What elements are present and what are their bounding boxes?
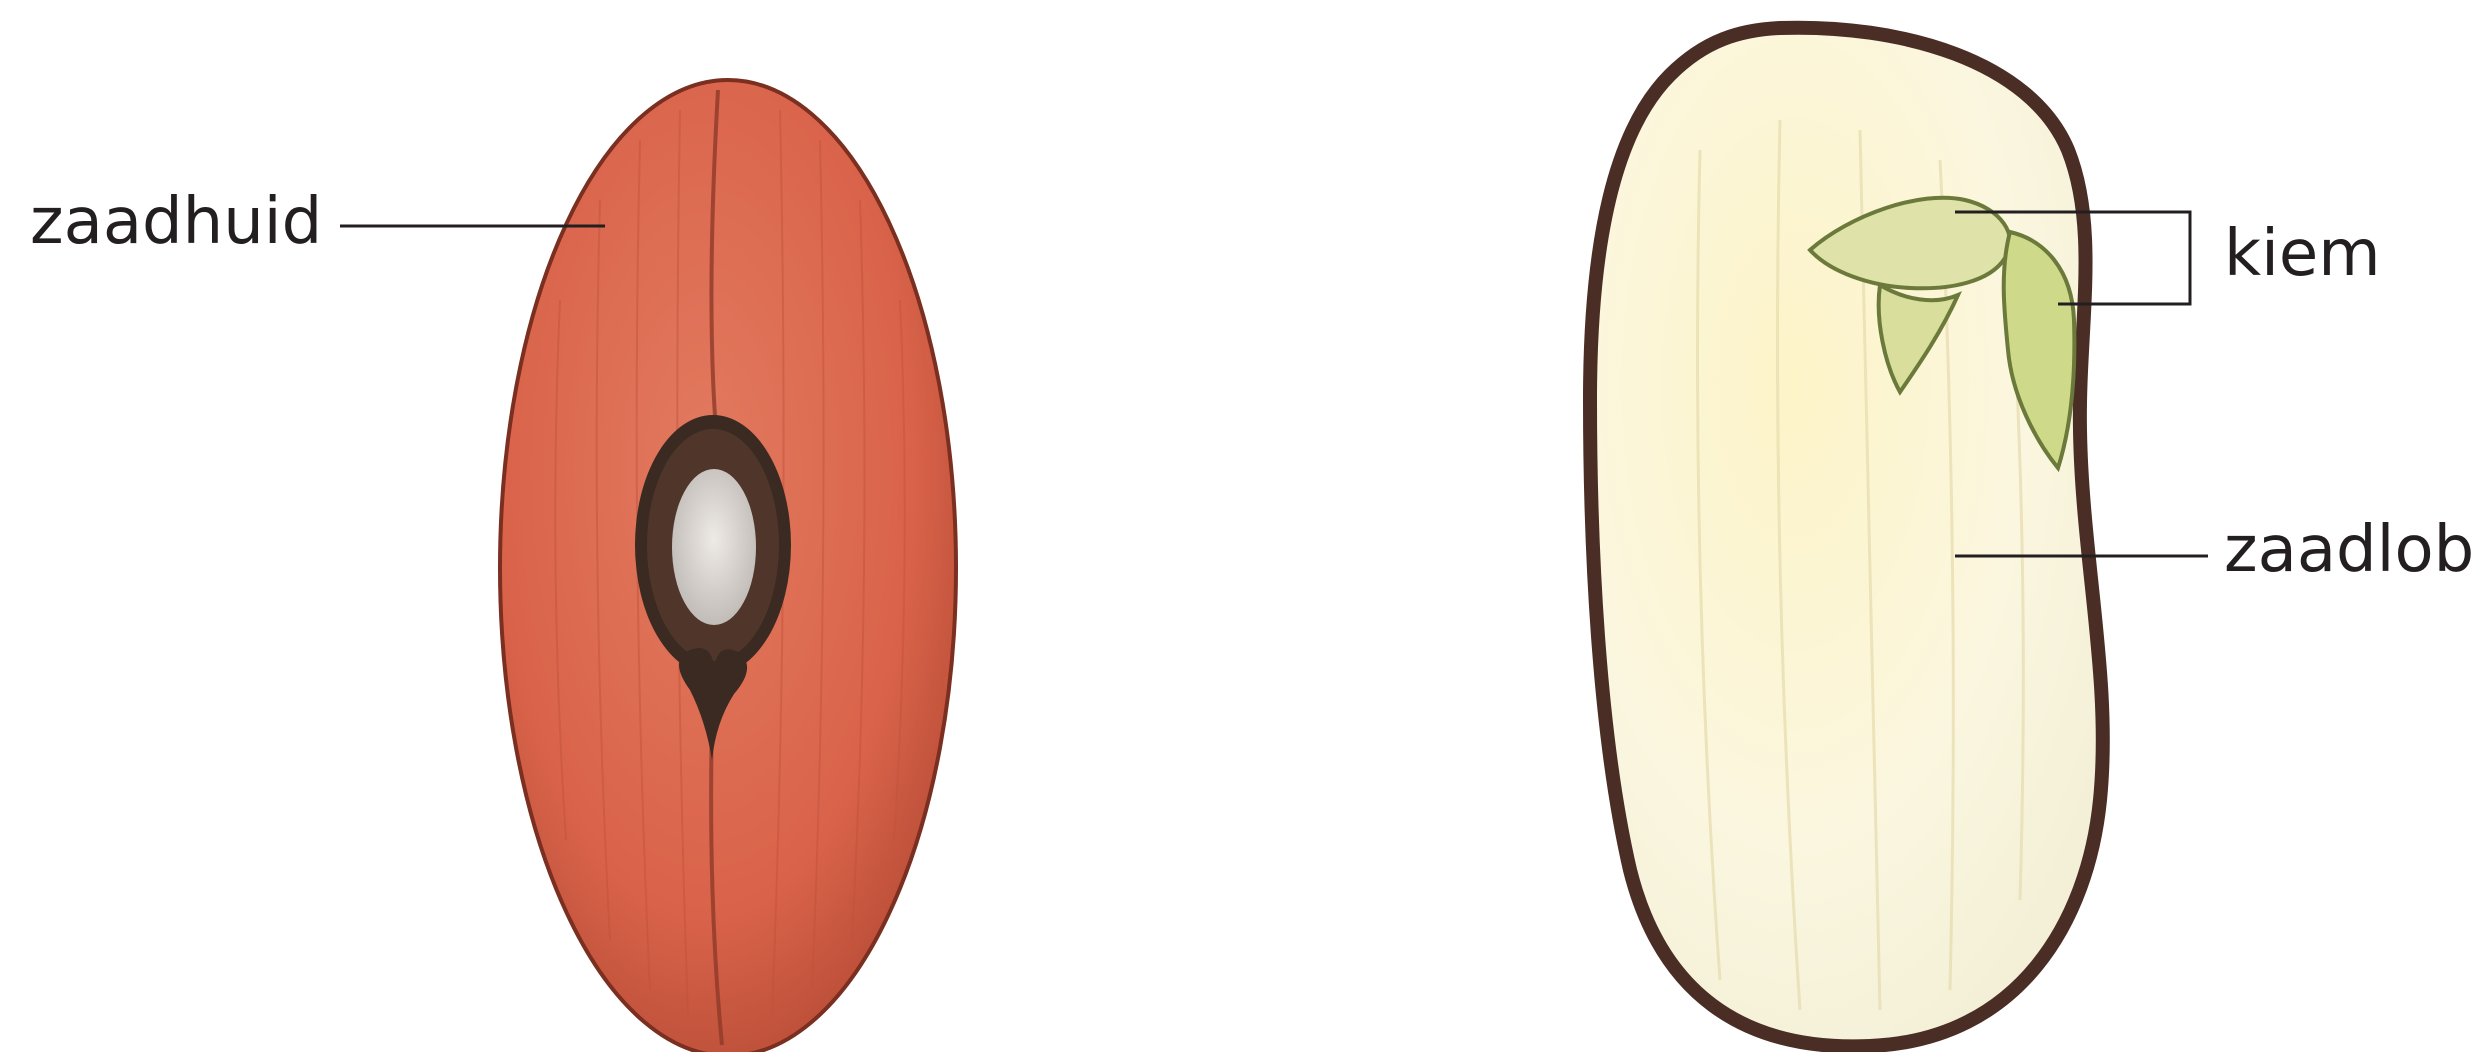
cotyledon-body — [1590, 28, 2103, 1047]
hilum-center — [672, 469, 756, 625]
whole-seed — [340, 80, 956, 1052]
label-zaadlob: zaadlob — [2224, 518, 2474, 582]
open-seed — [1590, 28, 2208, 1047]
label-zaadhuid: zaadhuid — [30, 190, 322, 254]
label-kiem: kiem — [2224, 222, 2381, 286]
